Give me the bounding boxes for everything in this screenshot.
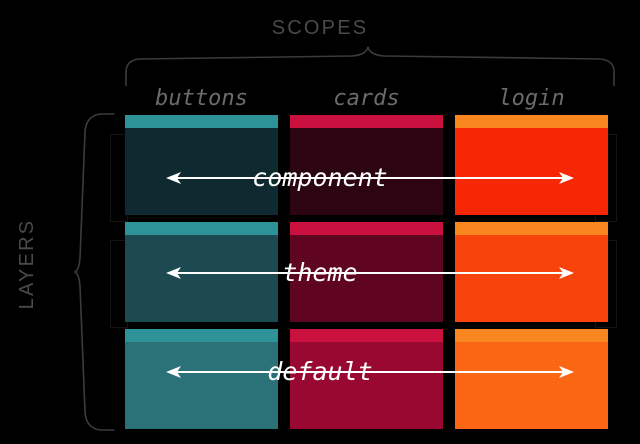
cell-login-component[interactable] (455, 115, 608, 215)
cell-stripe (290, 115, 443, 128)
layer-label-default-text: default (267, 357, 373, 386)
layer-label-component: component (0, 163, 640, 192)
cell-stripe (290, 222, 443, 235)
cell-body (455, 128, 608, 215)
layer-label-component-text: component (252, 163, 388, 192)
cell-body (125, 235, 278, 322)
scopes-brace-icon (125, 46, 615, 86)
cell-stripe (455, 329, 608, 342)
cell-stripe (125, 115, 278, 128)
cell-body (290, 128, 443, 215)
cell-buttons-theme[interactable] (125, 222, 278, 322)
cell-stripe (125, 222, 278, 235)
cell-cards-theme[interactable] (290, 222, 443, 322)
cell-stripe (455, 222, 608, 235)
scope-header-cards: cards (333, 86, 400, 111)
cell-body (125, 342, 278, 429)
cell-login-default[interactable] (455, 329, 608, 429)
cell-body (455, 235, 608, 322)
layer-label-theme: theme (0, 258, 640, 287)
cell-body (290, 342, 443, 429)
layer-label-theme-text: theme (282, 258, 358, 287)
cell-stripe (125, 329, 278, 342)
cell-body (455, 342, 608, 429)
layer-label-default: default (0, 357, 640, 386)
cell-buttons-component[interactable] (125, 115, 278, 215)
cell-cards-default[interactable] (290, 329, 443, 429)
cell-buttons-default[interactable] (125, 329, 278, 429)
scopes-title: SCOPES (271, 17, 369, 39)
cell-body (290, 235, 443, 322)
scope-header-login: login (498, 86, 565, 111)
scope-header-buttons: buttons (155, 86, 248, 111)
cell-login-theme[interactable] (455, 222, 608, 322)
cell-stripe (455, 115, 608, 128)
cell-body (125, 128, 278, 215)
cell-stripe (290, 329, 443, 342)
cell-cards-component[interactable] (290, 115, 443, 215)
